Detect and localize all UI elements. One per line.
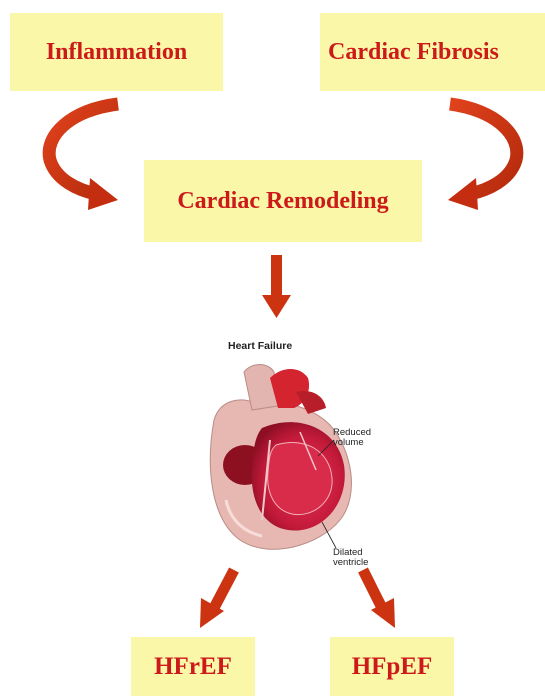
- arrow-to-hfpef: [363, 570, 395, 628]
- curved-arrow-left: [49, 104, 118, 210]
- cardiac-remodeling-box: Cardiac Remodeling: [144, 160, 422, 242]
- reduced-volume-label: Reduced volume: [333, 428, 371, 448]
- dilated-ventricle-line2: ventricle: [333, 558, 368, 568]
- hfref-label: HFrEF: [154, 653, 232, 681]
- curved-arrow-right: [448, 104, 517, 210]
- down-arrow: [262, 255, 291, 318]
- cardiac-fibrosis-label: Cardiac Fibrosis: [328, 39, 499, 66]
- hfpef-box: HFpEF: [330, 637, 454, 696]
- heart-failure-title: Heart Failure: [228, 340, 292, 352]
- heart-illustration: [210, 365, 351, 550]
- arrow-to-hfref: [200, 570, 234, 628]
- cardiac-fibrosis-box: Cardiac Fibrosis: [320, 13, 545, 91]
- dilated-ventricle-label: Dilated ventricle: [333, 548, 368, 568]
- inflammation-label: Inflammation: [46, 39, 187, 66]
- hfref-box: HFrEF: [131, 637, 255, 696]
- inflammation-box: Inflammation: [10, 13, 223, 91]
- hfpef-label: HFpEF: [352, 653, 433, 681]
- cardiac-remodeling-label: Cardiac Remodeling: [177, 188, 388, 215]
- reduced-volume-line2: volume: [333, 438, 371, 448]
